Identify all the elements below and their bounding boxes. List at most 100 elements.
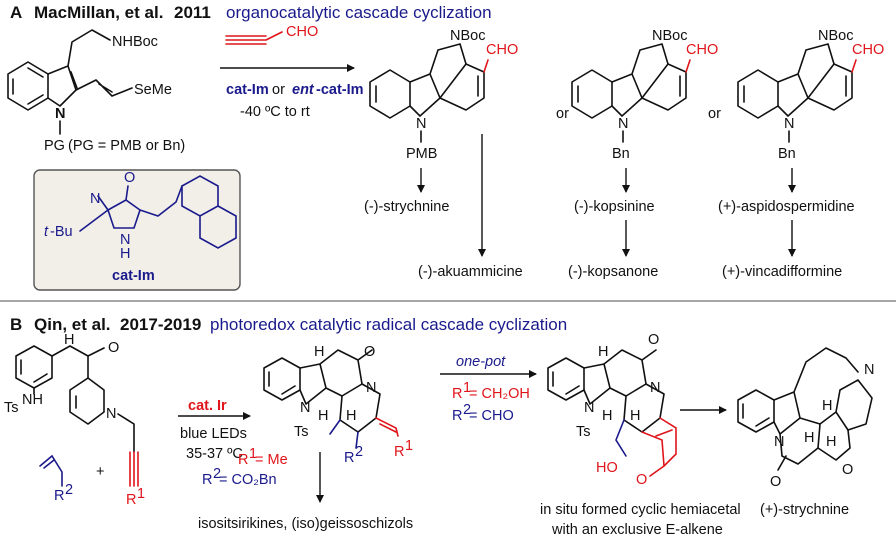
strych-n1: N — [864, 362, 874, 378]
product-a3: NBoc CHO N Bn — [737, 28, 884, 162]
panel-b-subtitle: photoredox catalytic radical cascade cyc… — [210, 315, 567, 334]
cat-o: O — [124, 170, 135, 186]
int-ts: Ts — [294, 424, 309, 440]
int-r2sup: 2 — [355, 444, 363, 460]
panel-a-year: 2011 — [174, 3, 211, 22]
prod-a3-n: N — [784, 116, 794, 132]
panel-b-me-branch: R 1 = Me R 2 = CO₂Bn isositsirikines, (i… — [198, 446, 413, 532]
sm-b-plus: + — [96, 464, 104, 480]
cat-n1: N — [90, 191, 100, 207]
target-aspidospermidine: (+)-aspidospermidine — [718, 199, 855, 215]
strych-o2: O — [842, 462, 853, 478]
me-r2: R — [202, 472, 212, 488]
cond-cat-ir: cat. Ir — [188, 398, 227, 414]
prod-a3-pg: Bn — [778, 146, 796, 162]
cat-label: cat-Im — [112, 268, 155, 284]
hemi-h1: H — [598, 344, 608, 360]
prod-a1-nboc: NBoc — [450, 28, 485, 44]
hemi-o: O — [648, 332, 659, 348]
cond2-r2val: = CHO — [469, 408, 514, 424]
imidazolidinone-ring — [107, 199, 141, 229]
cond-one-pot: one-pot — [456, 354, 506, 370]
catalyst-box: N O N H t -Bu cat-Im — [33, 169, 241, 291]
panel-b-letter: B — [10, 315, 22, 334]
panel-a-starting-material: NHBoc SeMe N PG (PG = PMB or Bn) — [7, 29, 185, 154]
cond2-r1val: = CH₂OH — [469, 386, 530, 402]
me-r1sup: 1 — [249, 446, 257, 462]
panel-b-header: B Qin, et al. 2017-2019 photoredox catal… — [10, 315, 567, 334]
prod-a1-cho: CHO — [486, 42, 518, 58]
sm-b-r2sup: 2 — [65, 482, 73, 498]
reagent-ynal: CHO — [286, 24, 318, 40]
int-n: N — [366, 380, 376, 396]
strych-n2: N — [774, 434, 784, 450]
me-r1val: = Me — [255, 452, 288, 468]
int-r2: R — [344, 450, 354, 466]
sm-b-r1sup: 1 — [137, 486, 145, 502]
target-vincadifformine: (+)-vincadifformine — [722, 264, 842, 280]
cond-temp-b: 35-37 ºC — [186, 446, 243, 462]
sm-b-h: H — [64, 332, 74, 348]
or-2: or — [708, 106, 721, 122]
panel-b-year: 2017-2019 — [120, 315, 201, 334]
cond2-r1sup: 1 — [463, 380, 471, 396]
target-kopsanone: (-)-kopsanone — [568, 264, 658, 280]
catalyst-box-frame — [33, 169, 241, 291]
strych-h3: H — [826, 434, 836, 450]
hemi-ho: HO — [596, 460, 618, 476]
sm-a-pg: PG — [44, 138, 65, 154]
cond2-r1: R — [452, 386, 462, 402]
me-r2val: = CO₂Bn — [219, 472, 277, 488]
target-akuammicine: (-)-akuammicine — [418, 264, 523, 280]
product-a2: NBoc CHO N Bn — [571, 28, 718, 162]
panel-b-arrow-1: cat. Ir blue LEDs 35-37 ºC — [178, 398, 251, 462]
prod-a3-nboc: NBoc — [818, 28, 853, 44]
int-h3: H — [318, 408, 328, 424]
panel-a-authors: MacMillan, et al. — [34, 3, 163, 22]
or-1: or — [556, 106, 569, 122]
sm-a-seme: SeMe — [134, 82, 172, 98]
sm-a-benzene-ring — [7, 61, 49, 111]
strych-h2: H — [804, 430, 814, 446]
hemi-h3: H — [602, 408, 612, 424]
panel-b-strychnine: N N O O H H H (+)-strychnine — [737, 347, 874, 518]
panel-b-intermediate: O N N Ts H H H R 1 R 2 — [263, 344, 413, 466]
panel-b-arrow-2: one-pot R 1 = CH₂OH R 2 = CHO — [440, 354, 537, 424]
target-kopsinine: (-)-kopsinine — [574, 199, 655, 215]
sm-b-o: O — [108, 340, 119, 356]
panel-b-starting-material: O N H Ts NH R 1 R 2 + — [4, 332, 145, 508]
me-product: isositsirikines, (iso)geissoschizols — [198, 516, 413, 532]
me-r1: R — [238, 452, 248, 468]
sm-b-r1: R — [126, 492, 136, 508]
sm-a-nhboc: NHBoc — [112, 34, 158, 50]
panel-a-targets: (-)-strychnine (-)-akuammicine (-)-kopsi… — [364, 134, 855, 280]
sm-b-ts: Ts — [4, 400, 19, 416]
prod-a2-n: N — [618, 116, 628, 132]
sm-a-n: N — [55, 106, 65, 122]
cond-ent-cat-im: -cat-Im — [316, 82, 364, 98]
cond2-r2sup: 2 — [463, 402, 471, 418]
cond-temp: -40 ºC to rt — [240, 104, 310, 120]
prod-a2-nboc: NBoc — [652, 28, 687, 44]
strych-o1: O — [770, 474, 781, 490]
final-strychnine: (+)-strychnine — [760, 502, 849, 518]
panel-b-authors: Qin, et al. — [34, 315, 111, 334]
me-r2sup: 2 — [213, 466, 221, 482]
sm-b-r2: R — [54, 488, 64, 504]
int-h2: H — [346, 408, 356, 424]
sm-a-pg-note: (PG = PMB or Bn) — [68, 138, 185, 154]
prod-a1-n: N — [416, 116, 426, 132]
cat-n2: N — [120, 232, 130, 248]
panel-a-reaction-arrow: CHO cat-Im or ent -cat-Im -40 ºC to rt — [220, 24, 364, 120]
panel-b-hemiacetal: O N N Ts H H H O HO in situ formed cycli… — [540, 332, 741, 538]
cond-blue-leds: blue LEDs — [180, 426, 247, 442]
cat-h: H — [120, 246, 130, 262]
prod-a3-cho: CHO — [852, 42, 884, 58]
cat-tbu-t: t — [44, 224, 49, 240]
int-r1sup: 1 — [405, 438, 413, 454]
cond-cat-im: cat-Im — [226, 82, 269, 98]
hemi-n: N — [650, 380, 660, 396]
prod-a1-pg: PMB — [406, 146, 437, 162]
panel-a-subtitle: organocatalytic cascade cyclization — [226, 3, 492, 22]
